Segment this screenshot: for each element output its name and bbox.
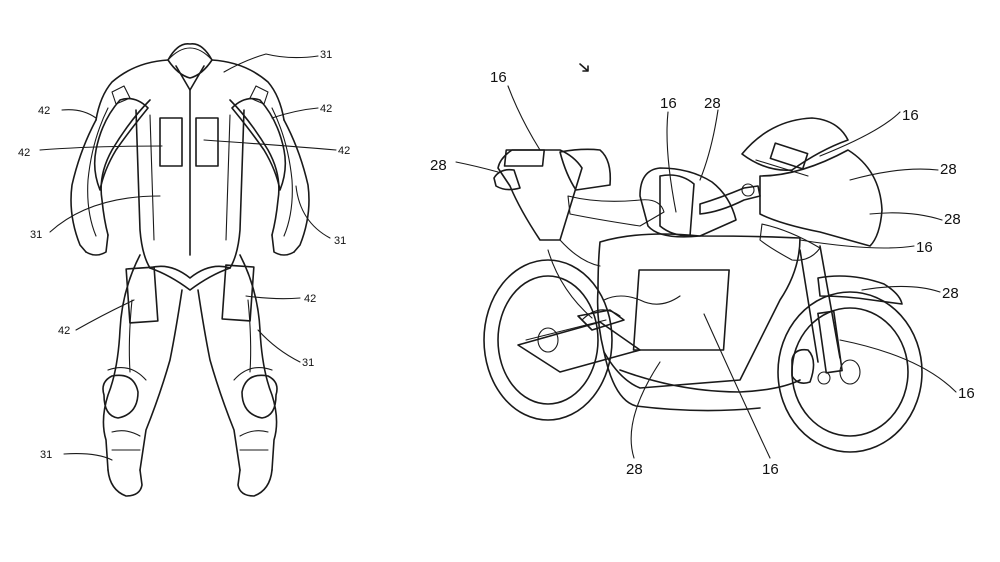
label-16-fairing-top: 16: [902, 107, 919, 124]
label-42-right-chest: 42: [338, 145, 350, 157]
label-42-left-chest: 42: [18, 147, 30, 159]
suit-reference-labels: 31 42 42 42 42 31 31 42 42 31 31: [18, 49, 350, 461]
label-28-bottom: 28: [626, 461, 643, 478]
suit-leader-lines: [39, 53, 337, 461]
label-16-bottom: 16: [762, 461, 779, 478]
label-28-tank: 28: [704, 95, 721, 112]
label-31-chest: 31: [30, 229, 42, 241]
label-16-fork: 16: [958, 385, 975, 402]
label-31-boot: 31: [40, 449, 52, 461]
motorcycle-drawing: [483, 117, 923, 453]
motorcycle-leader-lines: [455, 85, 957, 459]
label-42-left-thigh: 42: [58, 325, 70, 337]
label-31-right-arm: 31: [334, 235, 346, 247]
label-31-top: 31: [320, 49, 332, 61]
label-28-fender: 28: [942, 285, 959, 302]
direction-arrow-icon: [579, 63, 589, 72]
racing-suit-drawing: [70, 43, 310, 497]
label-16-tail: 16: [490, 69, 507, 86]
label-42-right-shoulder: 42: [320, 103, 332, 115]
label-28-fairing: 28: [940, 161, 957, 178]
label-28-side: 28: [944, 211, 961, 228]
label-16-tank: 16: [660, 95, 677, 112]
label-31-shin: 31: [302, 357, 314, 369]
motorcycle-reference-labels: 16 28 16 28 16 28 28 16 28 16 28 16: [430, 69, 975, 478]
label-16-fairing-side: 16: [916, 239, 933, 256]
label-42-left-shoulder: 42: [38, 105, 50, 117]
label-42-right-thigh: 42: [304, 293, 316, 305]
label-28-left: 28: [430, 157, 447, 174]
